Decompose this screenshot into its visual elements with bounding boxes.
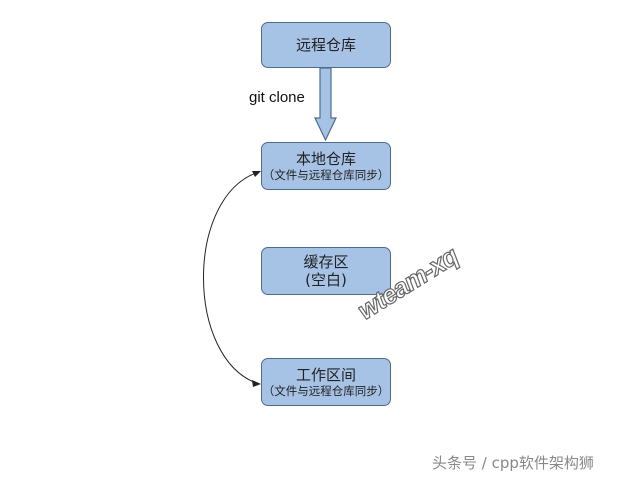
node-title: 本地仓库 [295,149,356,168]
working-dir-node: 工作区间 （文件与远程仓库同步） [261,358,391,406]
local-repo-node: 本地仓库 （文件与远程仓库同步） [261,142,391,190]
node-subtitle: （文件与远程仓库同步） [262,167,390,182]
git-clone-label: git clone [249,89,305,106]
arrowhead-local [252,171,261,177]
footer-watermark: 头条号 / cpp软件架构狮 [432,454,594,472]
node-title: 远程仓库 [295,36,356,54]
node-subtitle: （文件与远程仓库同步） [262,383,390,398]
node-title: 工作区间 [295,365,356,384]
staging-node: 缓存区 (空白) [261,247,391,295]
remote-repo-node: 远程仓库 [261,22,391,68]
sync-curve [203,171,260,385]
node-subtitle: (空白) [305,271,347,289]
git-clone-arrow [314,67,337,142]
arrowhead-work [252,380,261,387]
node-title: 缓存区 [303,253,349,271]
